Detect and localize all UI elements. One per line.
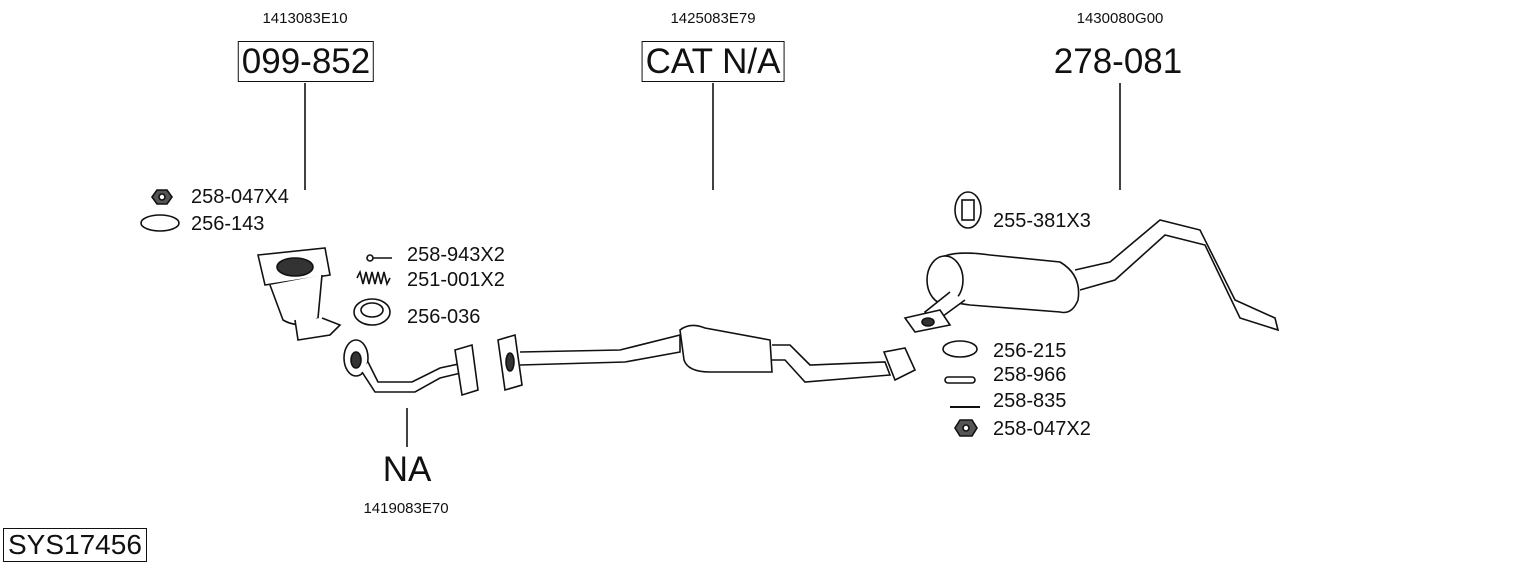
oe-number: 1413083E10: [262, 10, 348, 27]
part-number[interactable]: NA: [382, 450, 432, 489]
hanger-icon: [954, 191, 982, 229]
oe-number: 1419083E70: [363, 500, 449, 517]
accessory-label[interactable]: 258-835: [993, 390, 1067, 412]
accessory-label[interactable]: 258-943X2: [407, 244, 505, 266]
nut-icon: [954, 419, 978, 437]
oe-number: 1425083E79: [670, 10, 756, 27]
accessory-label[interactable]: 256-036: [407, 306, 481, 328]
part-number[interactable]: 099-852: [237, 41, 375, 82]
accessory-label[interactable]: 251-001X2: [407, 269, 505, 291]
spring-icon: [356, 269, 391, 287]
accessory-label[interactable]: 256-143: [191, 213, 265, 235]
catalytic-converter: [257, 247, 342, 341]
system-id: SYS17456: [3, 528, 147, 562]
accessory-label[interactable]: 258-966: [993, 364, 1067, 386]
part-number[interactable]: 278-081: [1053, 42, 1183, 81]
bolt-icon: [366, 254, 392, 262]
rear-muffler: [903, 219, 1280, 333]
seal-ring-icon: [353, 298, 391, 326]
accessory-label[interactable]: 255-381X3: [993, 210, 1091, 232]
accessory-label[interactable]: 256-215: [993, 340, 1067, 362]
leader-lines: [304, 83, 1121, 447]
gasket-icon: [942, 340, 978, 358]
gasket-icon: [140, 214, 180, 232]
center-pipe-resonator: [497, 324, 917, 392]
part-number[interactable]: CAT N/A: [641, 41, 785, 82]
accessory-label[interactable]: 258-047X4: [191, 186, 289, 208]
accessory-label[interactable]: 258-047X2: [993, 418, 1091, 440]
nut-icon: [151, 189, 173, 205]
oe-number: 1430080G00: [1076, 10, 1164, 27]
sleeve-icon: [944, 376, 976, 384]
front-pipe: [343, 339, 479, 397]
